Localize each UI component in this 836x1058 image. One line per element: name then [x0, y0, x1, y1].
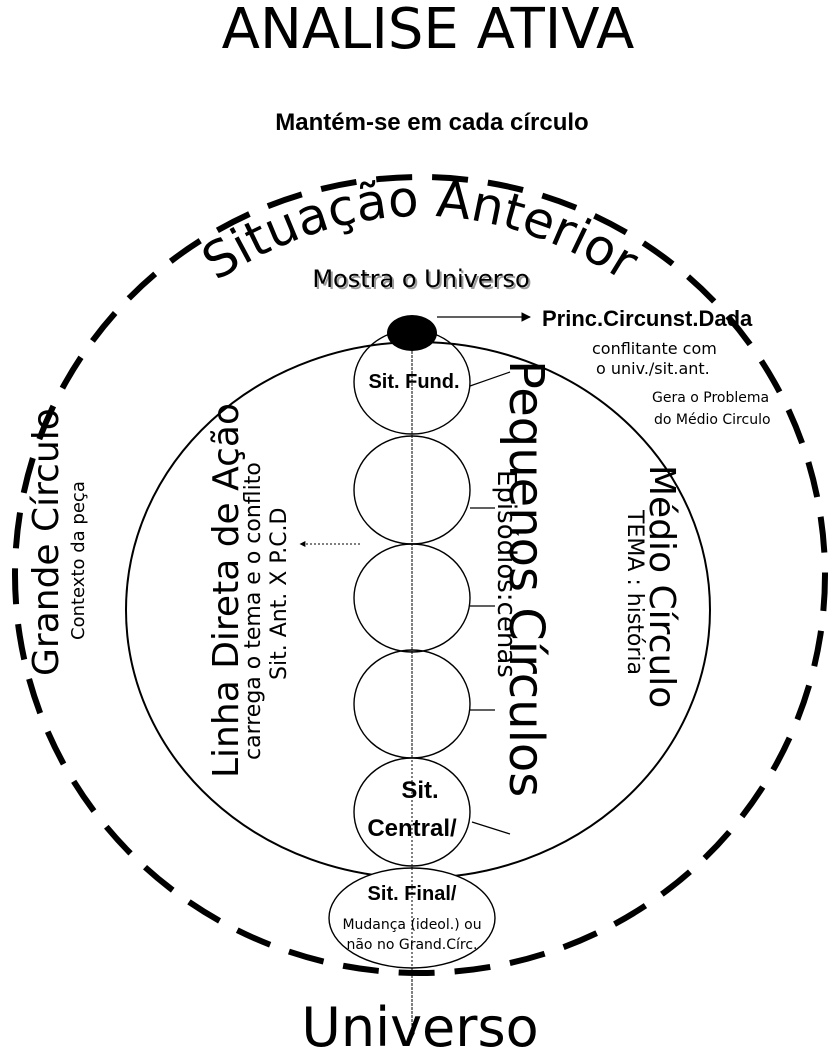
medio-circulo-label: Médio Círculo [641, 465, 682, 708]
princ-circunst-marker [387, 315, 437, 351]
sit-fund-label: Sit. Fund. [368, 371, 459, 393]
sit-final-label: Sit. Final/ [368, 883, 457, 905]
grande-circulo-ring [12, 174, 828, 976]
princ-circunst-label: Princ.Circunst.Dada [542, 306, 753, 331]
page-title: ANALISE ATIVA [222, 0, 635, 62]
grande-circulo-label: Grande Círculo [26, 408, 67, 676]
mostra-universo-shadow: Mostra o Universo [314, 267, 531, 295]
connector-central [471, 821, 511, 835]
connector-fund [469, 371, 511, 387]
tema-historia-label: TEMA : história [622, 509, 647, 675]
episodios-cenas-label: Episódios:cenas [491, 470, 521, 678]
sit-final-note1: Mudança (ideol.) ou [342, 917, 481, 933]
pequenos-circulos-label: Pequenos Círculos [498, 360, 554, 797]
linha-direta-sub1: carrega o tema e o conflito [241, 462, 266, 760]
linha-direta-label: Linha Direta de Ação [206, 403, 247, 778]
universo-label: Universo [301, 996, 538, 1058]
mostra-universo-label: Mostra o Universo [312, 265, 529, 293]
linha-direta-sub2: Sit. Ant. X P.C.D [267, 508, 292, 681]
conflitante-line1: conflitante com [592, 339, 717, 358]
sit-central-line1: Sit. [401, 777, 438, 804]
conflitante-line2: o univ./sit.ant. [596, 359, 710, 378]
page-subtitle: Mantém-se em cada círculo [275, 109, 588, 136]
gera-problema-line2: do Médio Circulo [654, 412, 771, 428]
contexto-peca-label: Contexto da peça [68, 481, 89, 640]
gera-problema-line1: Gera o Problema [652, 390, 769, 406]
sit-central-line2: Central/ [367, 815, 457, 842]
sit-final-note2: não no Grand.Círc. [346, 937, 477, 953]
